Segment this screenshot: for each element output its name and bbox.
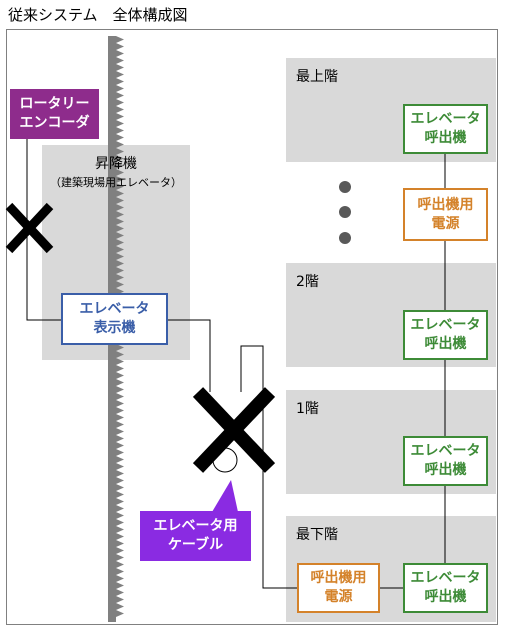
encoder-tag-line2: エンコーダ: [19, 115, 90, 131]
power-unit-line2: 電源: [431, 215, 460, 232]
call-unit-line2: 呼出機: [424, 589, 467, 605]
cable-loop-left: [240, 345, 300, 589]
call-unit-line2: 呼出機: [424, 462, 467, 478]
elevator-subtitle: （建築現場用エレベータ）: [50, 176, 182, 189]
call-unit-line1: エレベータ: [410, 570, 481, 586]
encoder-tag-line1: ロータリー: [19, 96, 90, 112]
call-unit-line2: 呼出機: [424, 336, 467, 352]
call-unit-bottom: エレベータ 呼出機: [403, 563, 488, 613]
diagram-frame: [6, 29, 498, 625]
floor-label-bottom: 最下階: [296, 527, 338, 543]
power-unit-line2: 電源: [324, 589, 353, 605]
cable-tag-line2: ケーブル: [167, 537, 224, 553]
display-unit-line1: エレベータ: [79, 301, 150, 317]
call-unit-top: エレベータ 呼出機: [403, 104, 488, 154]
cable-tag: エレベータ用 ケーブル: [140, 511, 251, 561]
call-unit-line2: 呼出機: [424, 130, 467, 146]
power-unit-bottom: 呼出機用 電源: [297, 563, 380, 613]
diagram-title: 従来システム 全体構成図: [8, 6, 188, 24]
call-unit-first: エレベータ 呼出機: [403, 436, 488, 486]
display-cable-line: [168, 319, 211, 392]
x-mark-icon: [192, 387, 276, 473]
display-unit: エレベータ 表示機: [61, 293, 168, 345]
x-mark-icon: [5, 202, 54, 254]
floor-label-second: 2階: [296, 274, 319, 290]
connection-lines: [26, 138, 446, 589]
call-unit-line1: エレベータ: [410, 111, 481, 127]
power-unit-upper: 呼出機用 電源: [403, 188, 488, 241]
power-unit-line1: 呼出機用: [310, 570, 367, 586]
ellipsis-dots-icon: [339, 181, 351, 244]
call-unit-line1: エレベータ: [410, 443, 481, 459]
floor-label-first: 1階: [296, 401, 319, 417]
encoder-line: [26, 138, 62, 321]
call-unit-second: エレベータ 呼出機: [403, 310, 488, 360]
floor-label-top: 最上階: [296, 69, 338, 85]
cable-tag-pointer: [212, 480, 238, 512]
display-unit-line2: 表示機: [93, 320, 136, 336]
encoder-tag: ロータリー エンコーダ: [10, 89, 99, 139]
cable-tag-line1: エレベータ用: [153, 518, 238, 534]
call-unit-line1: エレベータ: [410, 317, 481, 333]
elevator-name: 昇降機: [95, 156, 137, 172]
power-unit-line1: 呼出機用: [417, 196, 474, 213]
